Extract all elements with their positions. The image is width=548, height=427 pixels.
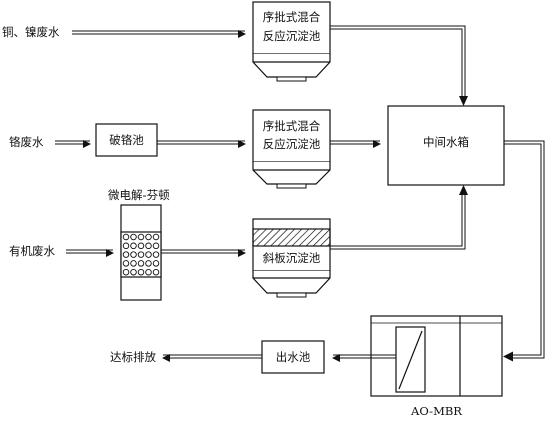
packing-particle <box>122 251 130 258</box>
label-inclined-plate-settler: 斜板沉淀池 <box>262 251 321 265</box>
label-ao-mbr: AO-MBR <box>411 404 462 418</box>
packing-particle <box>122 233 130 241</box>
packing-particle <box>130 268 137 276</box>
row3-inlet-arrow <box>66 249 114 257</box>
packing-particle <box>145 251 152 258</box>
packing-particle <box>145 233 152 241</box>
label-chrome-break-tank: 破铬池 <box>109 133 144 147</box>
label-discharge: 达标排放 <box>110 350 156 364</box>
packing-particle <box>137 242 145 250</box>
row1-inlet-arrow <box>72 30 246 38</box>
label-sbr1-line1: 序批式混合 <box>262 10 321 24</box>
label-sbr1-line2: 反应沉淀池 <box>262 29 321 43</box>
packing-particle <box>137 233 145 241</box>
packing-particle <box>152 251 160 258</box>
chrome-break-tank <box>95 123 158 157</box>
outlet-tank <box>261 340 325 374</box>
fenton-to-inclined-arrow <box>161 249 246 257</box>
mbr-to-outlet-arrow <box>332 354 396 362</box>
packing-particle <box>152 233 160 241</box>
packing-particle <box>152 268 160 276</box>
packing-particle <box>152 242 160 250</box>
row2-inlet-arrow <box>55 140 91 148</box>
packing-particle <box>122 242 130 250</box>
packing-particle <box>145 268 152 276</box>
packing-particle <box>137 251 145 258</box>
packing-particle <box>152 260 160 267</box>
inclined-to-tank-line <box>330 185 468 250</box>
packing-particle <box>122 268 130 276</box>
micro-electrolysis-reactor <box>120 204 162 301</box>
packing-particle <box>130 251 137 258</box>
label-intermediate-tank: 中间水箱 <box>423 135 469 149</box>
packing-particle <box>145 242 152 250</box>
label-copper-nickel-wastewater: 铜、镍废水 <box>2 25 60 39</box>
packing-particle <box>137 260 145 267</box>
sbr-tank-2 <box>252 109 331 189</box>
tank-to-mbr-line <box>503 140 545 362</box>
packing-particle <box>130 233 137 241</box>
chrome-to-sbr2-arrow <box>157 140 246 148</box>
packing-particle <box>145 260 152 267</box>
intermediate-tank <box>387 105 505 186</box>
label-outlet-tank: 出水池 <box>275 350 311 364</box>
packing-particle <box>130 260 137 267</box>
label-sbr2-line2: 反应沉淀池 <box>262 137 321 151</box>
label-chromium-wastewater: 铬废水 <box>9 135 44 149</box>
sbr-tank-1 <box>252 1 331 82</box>
ao-mbr-reactor <box>370 315 503 397</box>
outlet-to-discharge-arrow <box>162 354 262 362</box>
label-micro-electrolysis-fenton: 微电解-芬顿 <box>108 188 170 202</box>
inclined-plate-settler <box>252 218 331 298</box>
sbr2-to-tank-arrow <box>330 140 381 148</box>
label-organic-wastewater: 有机废水 <box>9 244 55 258</box>
packing-particle <box>137 268 145 276</box>
packing-particle <box>130 242 137 250</box>
label-sbr2-line1: 序批式混合 <box>262 119 321 133</box>
sbr1-to-tank-line <box>330 25 468 106</box>
packing-particle <box>122 260 130 267</box>
